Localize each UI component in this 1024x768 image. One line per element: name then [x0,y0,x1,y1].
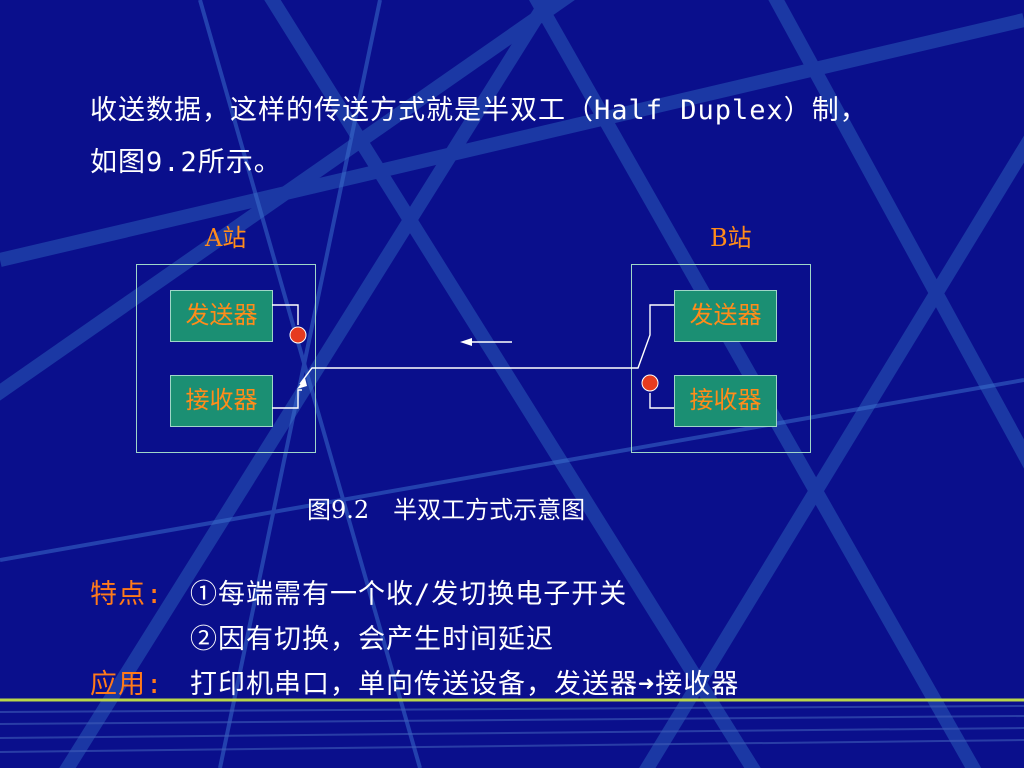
application-text: 打印机串口，单向传送设备，发送器➜接收器 [190,669,740,700]
receiver-arrow-head [297,378,307,389]
intro-line-2: 如图9.2所示。 [90,147,282,178]
station-a-frame [136,264,316,453]
station-a-sender: 发送器 [170,290,273,342]
station-a-label: A站 [205,224,247,252]
station-a-switch-dot [289,326,307,344]
direction-arrow-head [460,338,472,346]
feature-label: 特点: [90,579,164,610]
intro-line-1: 收送数据，这样的传送方式就是半双工（Half Duplex）制， [90,95,868,126]
station-b-sender: 发送器 [674,290,777,342]
application-label: 应用: [90,669,164,700]
feature-item-2: ②因有切换，会产生时间延迟 [190,624,554,655]
station-b-switch-dot [641,374,659,392]
station-b-receiver: 接收器 [674,375,777,427]
station-a-receiver: 接收器 [170,375,273,427]
feature-item-1: ①每端需有一个收/发切换电子开关 [190,579,628,610]
figure-caption: 图9.2 半双工方式示意图 [307,496,586,524]
station-b-frame [631,264,811,453]
station-b-label: B站 [710,224,752,252]
